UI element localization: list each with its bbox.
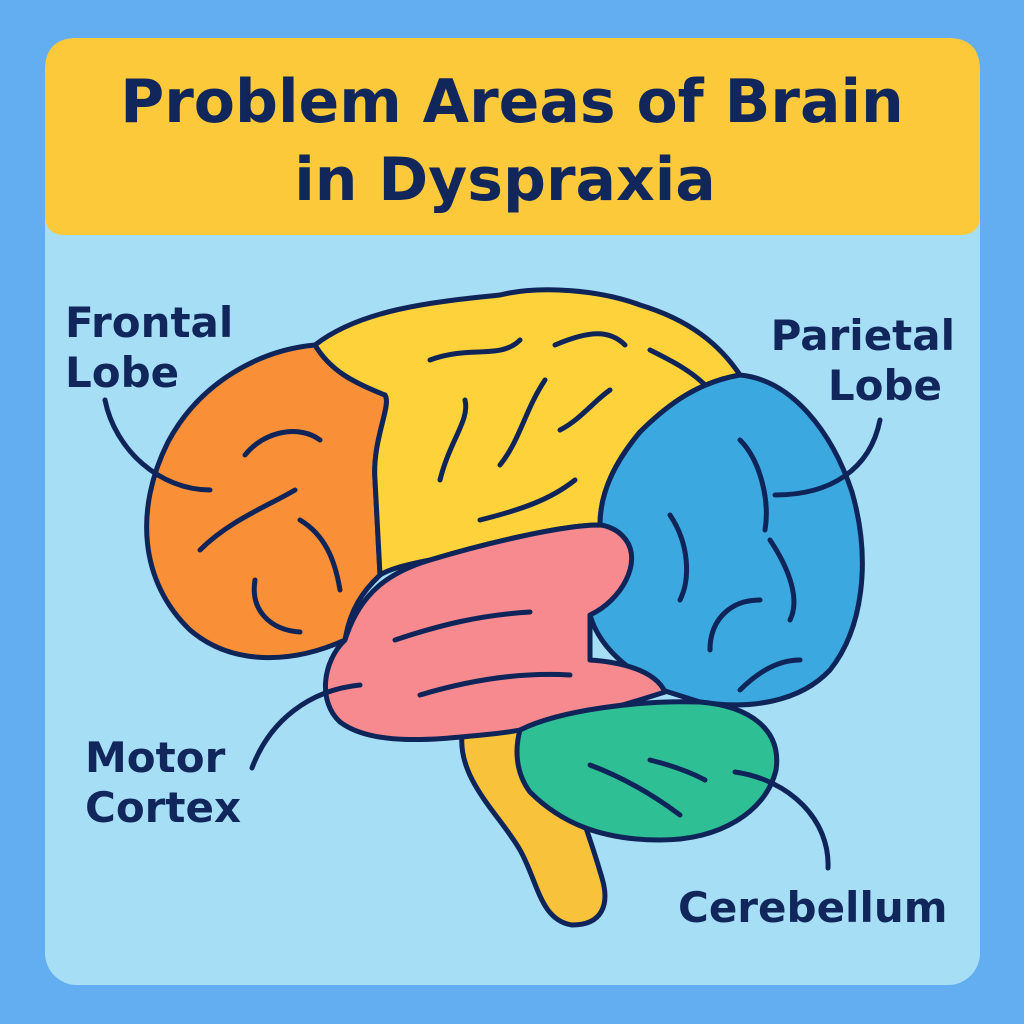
parietal-leader	[772, 417, 883, 498]
parietal-label-line-2: Lobe	[828, 361, 942, 410]
cerebellum-leader	[732, 769, 831, 871]
parietal-label-line-1: Parietal	[771, 311, 955, 360]
title-line-2: in Dyspraxia	[294, 145, 716, 215]
frontal-leader	[102, 397, 213, 493]
brain	[144, 287, 865, 928]
motor-label-line-2: Cortex	[85, 783, 241, 832]
gyri-lines	[197, 331, 803, 818]
title-banner	[45, 38, 980, 235]
motor-label-line-1: Motor	[85, 733, 226, 782]
cerebellum-region	[514, 699, 780, 843]
leader-lines	[102, 397, 883, 871]
motor-cortex-region	[322, 522, 668, 743]
title-line-1: Problem Areas of Brain	[120, 67, 904, 137]
frontal-label-line-1: Frontal	[65, 298, 233, 347]
motor-leader	[249, 682, 363, 771]
cerebellum-label: Cerebellum	[678, 883, 948, 932]
frontal-label-line-2: Lobe	[65, 348, 179, 397]
